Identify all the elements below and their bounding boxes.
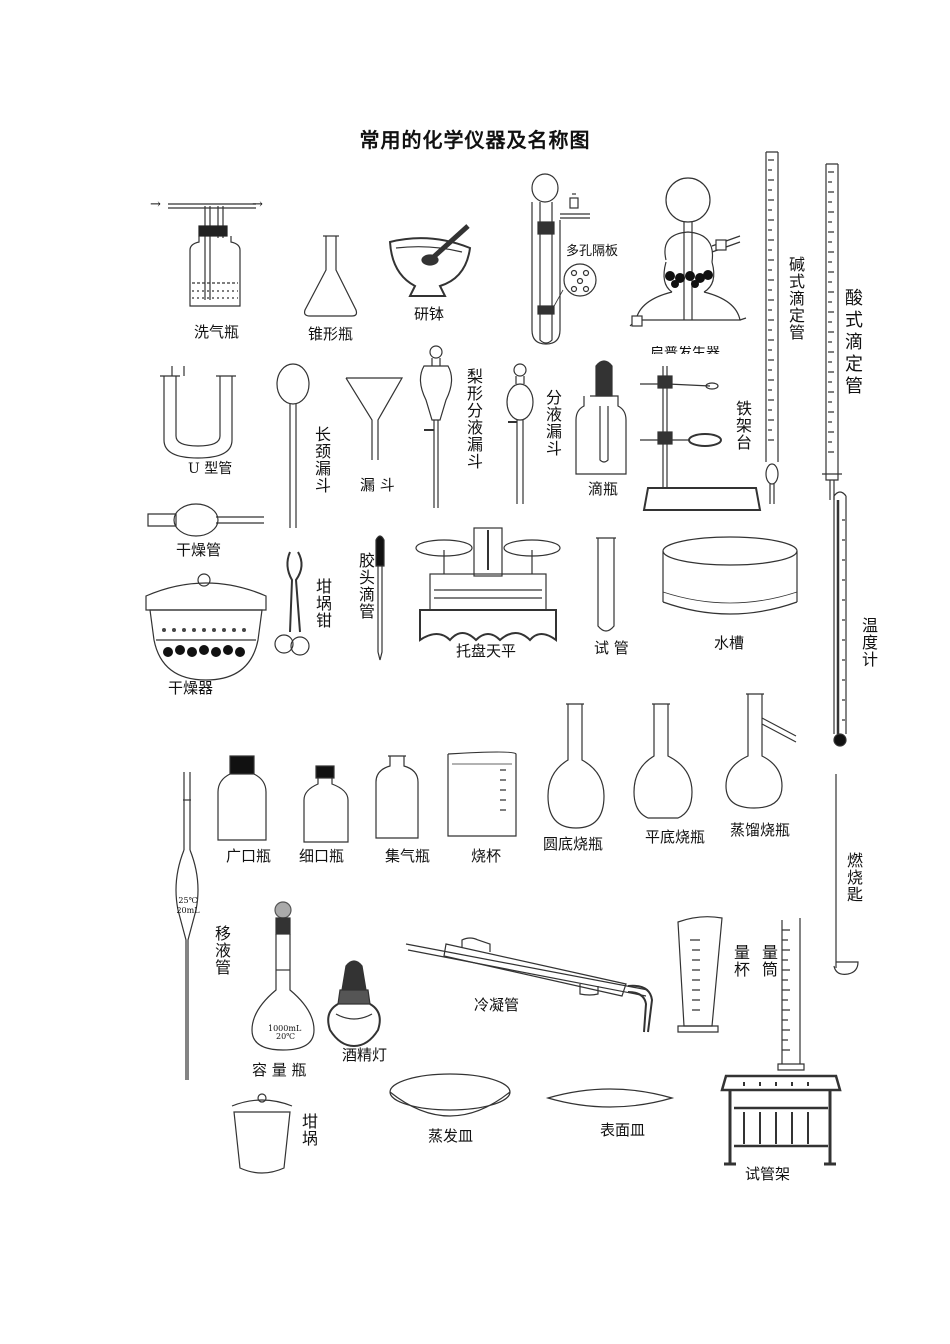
alcohol-lamp-drawing xyxy=(327,960,381,1048)
label-thermometer: 温度计 xyxy=(859,617,878,668)
label-water-trough: 水槽 xyxy=(714,634,745,652)
label-volumetric-flask: 容 量 瓶 xyxy=(252,1061,307,1079)
label-base-burette: 碱式滴定管 xyxy=(786,256,805,341)
dropper-bottle-drawing xyxy=(575,360,627,475)
label-funnel: 漏 斗 xyxy=(360,476,395,494)
volumetric-flask-mark-volume: 1000mL xyxy=(268,1024,302,1033)
long-neck-funnel-drawing xyxy=(276,363,310,528)
label-round-flask: 圆底烧瓶 xyxy=(543,835,604,853)
label-desiccator: 干燥器 xyxy=(168,679,214,697)
label-condenser: 冷凝管 xyxy=(474,996,520,1014)
label-beaker: 烧杯 xyxy=(471,847,502,865)
balance-drawing xyxy=(415,527,561,642)
label-measuring-cylinder: 量筒 xyxy=(759,944,778,978)
label-balance: 托盘天平 xyxy=(456,642,517,660)
mortar-drawing xyxy=(388,224,472,297)
label-distilling-flask: 蒸馏烧瓶 xyxy=(730,821,791,839)
iron-stand-drawing xyxy=(640,366,762,511)
label-alcohol-lamp: 酒精灯 xyxy=(342,1046,388,1064)
label-kipp-generator: 启普发生器 xyxy=(650,346,720,354)
evaporating-dish-drawing xyxy=(389,1073,511,1117)
kipp-tube-drawing xyxy=(531,173,597,345)
measuring-cup-drawing xyxy=(677,916,723,1033)
thermometer-drawing xyxy=(833,491,847,747)
label-pipette: 移液管 xyxy=(212,925,231,976)
funnel-drawing xyxy=(345,377,404,460)
inlet-arrow: → xyxy=(150,197,161,212)
tube-rack-drawing xyxy=(720,1074,842,1166)
kipp-generator-drawing xyxy=(629,177,747,327)
pear-separatory-funnel-drawing xyxy=(419,345,453,508)
narrow-mouth-bottle-drawing xyxy=(303,765,349,843)
desiccator-drawing xyxy=(145,573,267,681)
label-rubber-dropper: 胶头滴管 xyxy=(356,552,375,620)
label-separatory-funnel: 分液漏斗 xyxy=(543,389,562,457)
label-dropper-bottle: 滴瓶 xyxy=(588,480,619,498)
label-test-tube: 试 管 xyxy=(594,639,629,657)
label-porous-plate: 多孔隔板 xyxy=(566,244,619,259)
label-crucible-tongs: 坩埚钳 xyxy=(313,578,332,629)
pipette-mark: 25℃ 20mL xyxy=(176,896,200,915)
beaker-drawing xyxy=(447,751,517,837)
outlet-arrow: → xyxy=(252,197,263,212)
label-long-neck-funnel: 长颈漏斗 xyxy=(312,426,331,494)
volumetric-flask-mark-temp: 20℃ xyxy=(276,1032,296,1041)
measuring-cylinder-drawing xyxy=(777,918,805,1071)
watch-glass-drawing xyxy=(545,1088,675,1108)
label-u-tube: U 型管 xyxy=(188,461,233,477)
label-mortar: 研钵 xyxy=(414,305,445,323)
label-evaporating-dish: 蒸发皿 xyxy=(428,1127,474,1145)
water-trough-drawing xyxy=(662,536,798,615)
combustion-spoon-drawing xyxy=(833,774,859,975)
crucible-drawing xyxy=(231,1093,293,1174)
base-burette-drawing xyxy=(765,151,779,504)
label-iron-stand: 铁架台 xyxy=(733,400,752,451)
wide-mouth-bottle-drawing xyxy=(217,755,267,841)
drying-tube-drawing xyxy=(147,503,264,537)
label-gas-washing-bottle: 洗气瓶 xyxy=(194,323,240,341)
flat-flask-drawing xyxy=(633,703,693,819)
label-pear-separatory-funnel: 梨形分液漏斗 xyxy=(464,368,483,470)
u-tube-drawing xyxy=(160,366,236,459)
label-measuring-cup: 量杯 xyxy=(731,944,750,978)
label-flat-flask: 平底烧瓶 xyxy=(645,828,706,846)
label-crucible: 坩埚 xyxy=(299,1113,318,1147)
label-narrow-mouth-bottle: 细口瓶 xyxy=(299,847,345,865)
crucible-tongs-drawing xyxy=(274,551,310,656)
label-watch-glass: 表面皿 xyxy=(600,1121,646,1139)
label-gas-jar: 集气瓶 xyxy=(385,847,431,865)
label-combustion-spoon: 燃烧匙 xyxy=(844,852,863,903)
distilling-flask-drawing xyxy=(725,693,797,809)
label-conical-flask: 锥形瓶 xyxy=(308,325,354,343)
label-acid-burette: 酸式滴定管 xyxy=(842,288,863,398)
label-wide-mouth-bottle: 广口瓶 xyxy=(226,847,272,865)
page-title: 常用的化学仪器及名称图 xyxy=(359,128,591,152)
label-tube-rack: 试管架 xyxy=(745,1165,791,1183)
round-flask-drawing xyxy=(547,703,605,829)
condenser-drawing xyxy=(405,937,654,1033)
pipette-drawing xyxy=(175,772,199,1080)
separatory-funnel-drawing xyxy=(506,363,534,504)
acid-burette-drawing xyxy=(822,163,842,500)
conical-flask-drawing xyxy=(303,235,358,317)
gas-jar-drawing xyxy=(375,755,419,839)
label-kipp-generator-clip: 启普发生器 xyxy=(650,346,770,354)
rubber-dropper-drawing xyxy=(375,535,385,661)
gas-washing-bottle-drawing xyxy=(168,203,256,307)
test-tube-drawing xyxy=(596,537,616,632)
label-drying-tube: 干燥管 xyxy=(176,541,222,559)
volumetric-flask-drawing xyxy=(251,901,315,1051)
